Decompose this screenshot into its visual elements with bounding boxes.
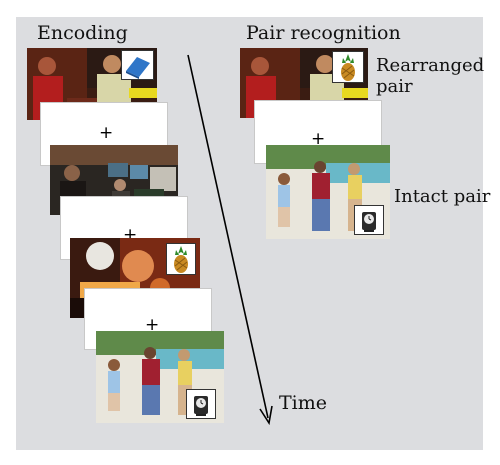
pineapple-icon [332, 51, 364, 83]
fixation-cross: + [145, 315, 160, 335]
fixation-cross: + [311, 129, 326, 149]
recognition-trial-2 [266, 145, 390, 239]
intact-pair-label: Intact pair [394, 186, 491, 207]
beach-photo [266, 145, 390, 239]
laptop-icon [121, 50, 154, 80]
clock-icon [186, 389, 216, 419]
encoding-trial-4 [96, 331, 224, 423]
time-label: Time [279, 392, 328, 414]
pair-recognition-title: Pair recognition [246, 22, 401, 44]
rearranged-pair-label: Rearranged pair [376, 55, 485, 97]
encoding-title: Encoding [37, 22, 128, 44]
clock-icon [354, 205, 384, 235]
pineapple-icon [166, 243, 196, 275]
fixation-cross: + [99, 123, 114, 143]
